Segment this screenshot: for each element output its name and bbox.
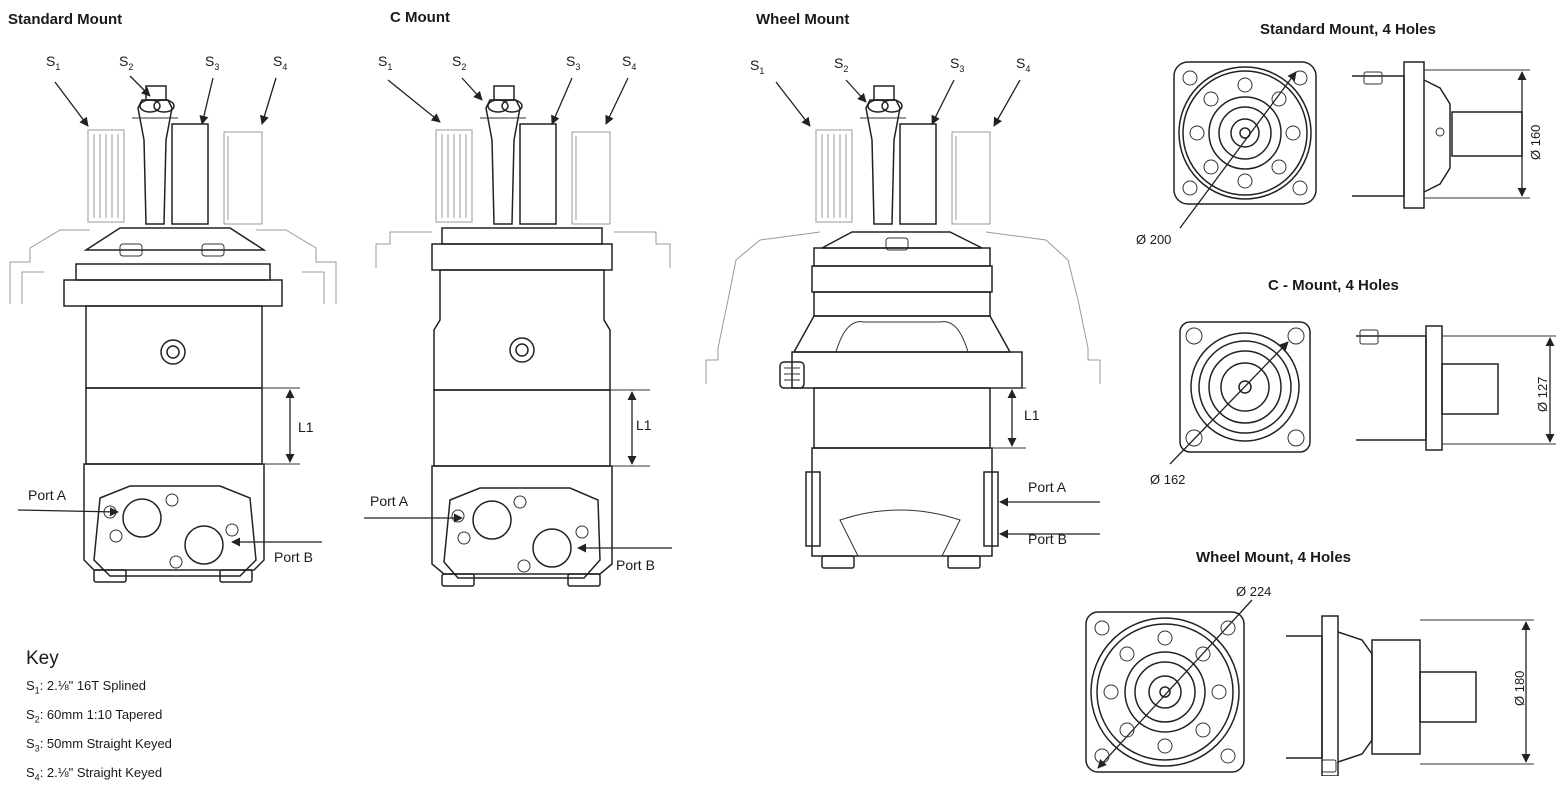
standard-pilot-diameter: Ø 160 bbox=[1528, 125, 1543, 160]
standard-mount-title: Standard Mount bbox=[8, 11, 122, 28]
standard-l1-label: L1 bbox=[298, 419, 314, 435]
shaft-label-s3: S3 bbox=[566, 53, 580, 72]
key-item-s1: S1: 2.⅛" 16T Splined bbox=[26, 674, 172, 703]
wheel-mount-title: Wheel Mount bbox=[756, 11, 849, 28]
shaft-key-legend: Key S1: 2.⅛" 16T Splined S2: 60mm 1:10 T… bbox=[26, 648, 172, 790]
wheel-flange-diameter: Ø 224 bbox=[1236, 584, 1271, 599]
standard-port-b-label: Port B bbox=[274, 549, 313, 565]
shaft-label-s2: S2 bbox=[834, 55, 848, 74]
key-item-s2: S2: 60mm 1:10 Tapered bbox=[26, 703, 172, 732]
standard-flange-detail: Standard Mount, 4 Holes Ø 200 Ø 160 bbox=[1136, 21, 1543, 247]
shaft-label-s4: S4 bbox=[273, 53, 287, 72]
shaft-label-s1: S1 bbox=[378, 53, 392, 72]
shaft-label-s2: S2 bbox=[452, 53, 466, 72]
key-title: Key bbox=[26, 648, 59, 669]
c-mount-flange-diameter: Ø 162 bbox=[1150, 472, 1185, 487]
key-subscript: 2 bbox=[34, 714, 40, 725]
c-mount-port-a-label: Port A bbox=[370, 493, 409, 509]
c-mount-port-b-label: Port B bbox=[616, 557, 655, 573]
key-text: : 2.⅛" Straight Keyed bbox=[39, 765, 163, 781]
standard-port-a-label: Port A bbox=[28, 487, 67, 503]
shaft-label-s3: S3 bbox=[205, 53, 219, 72]
shaft-label-s1: S1 bbox=[750, 57, 764, 76]
wheel-mount-shaft-labels: S1 S2 S3 S4 bbox=[750, 55, 1030, 76]
c-mount-flange-title: C - Mount, 4 Holes bbox=[1268, 277, 1399, 294]
shaft-label-s1: S1 bbox=[46, 53, 60, 72]
c-mount-flange-detail: C - Mount, 4 Holes Ø 162 Ø 127 bbox=[1150, 277, 1556, 487]
key-item-s3: S3: 50mm Straight Keyed bbox=[26, 732, 172, 761]
c-mount-shaft-labels: S1 S2 S3 S4 bbox=[378, 53, 636, 72]
key-symbol: S bbox=[26, 765, 35, 781]
standard-flange-title: Standard Mount, 4 Holes bbox=[1260, 21, 1436, 38]
shaft-label-s3: S3 bbox=[950, 55, 964, 74]
wheel-mount-port-a-label: Port A bbox=[1028, 479, 1067, 495]
wheel-pilot-diameter: Ø 180 bbox=[1512, 671, 1527, 706]
key-symbol: S bbox=[26, 678, 35, 693]
key-text: : 60mm 1:10 Tapered bbox=[39, 707, 163, 723]
wheel-mount-l1-label: L1 bbox=[1024, 407, 1040, 423]
key-text: : 50mm Straight Keyed bbox=[39, 736, 172, 752]
standard-flange-diameter: Ø 200 bbox=[1136, 232, 1171, 247]
standard-mount-view: Standard Mount S1 S2 S3 S4 bbox=[8, 11, 337, 583]
c-mount-view: C Mount S1 S2 S3 S4 L1 bbox=[364, 9, 672, 587]
key-text: : 2.⅛" 16T Splined bbox=[39, 678, 146, 693]
shaft-label-s4: S4 bbox=[622, 53, 636, 72]
c-mount-l1-label: L1 bbox=[636, 417, 652, 433]
key-symbol: S bbox=[26, 707, 35, 723]
wheel-mount-view: Wheel Mount S1 S2 S3 S4 bbox=[705, 11, 1101, 569]
key-subscript: 1 bbox=[34, 685, 40, 696]
c-mount-title: C Mount bbox=[390, 9, 450, 26]
c-mount-pilot-diameter: Ø 127 bbox=[1535, 377, 1550, 412]
wheel-flange-title: Wheel Mount, 4 Holes bbox=[1196, 549, 1351, 566]
standard-shaft-labels: S1 S2 S3 S4 bbox=[46, 53, 287, 72]
shaft-label-s2: S2 bbox=[119, 53, 133, 72]
wheel-flange-detail: Wheel Mount, 4 Holes Ø 224 Ø 180 bbox=[1085, 549, 1534, 776]
key-symbol: S bbox=[26, 736, 35, 752]
shaft-label-s4: S4 bbox=[1016, 55, 1030, 74]
key-subscript: 3 bbox=[34, 743, 40, 754]
wheel-mount-port-b-label: Port B bbox=[1028, 531, 1067, 547]
